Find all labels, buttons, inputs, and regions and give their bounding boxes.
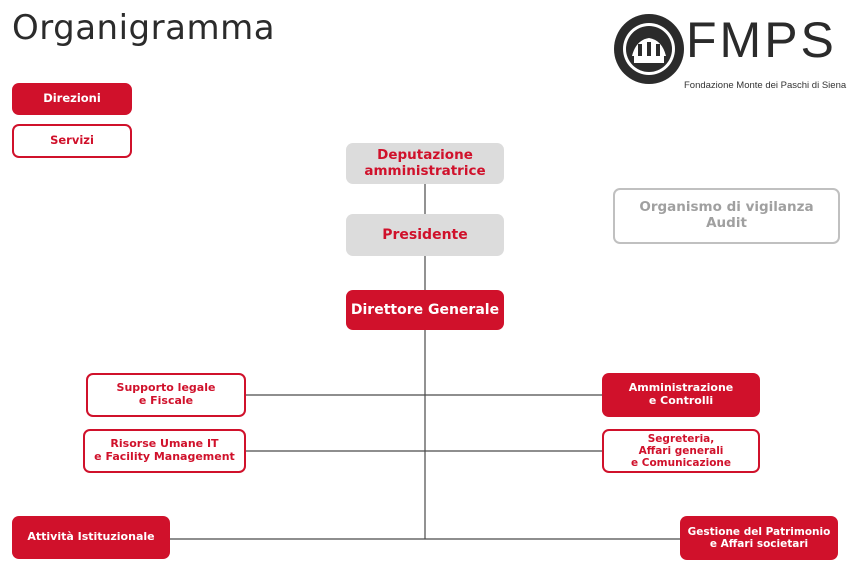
node-segreteria[interactable]: Segreteria, Affari generali e Comunicazi… (602, 429, 760, 473)
legend-direzioni: Direzioni (12, 83, 132, 115)
node-direttore-generale[interactable]: Direttore Generale (346, 290, 504, 330)
node-deputazione-amministratrice[interactable]: Deputazione amministratrice (346, 143, 504, 184)
seal-icon (614, 14, 684, 84)
legend-servizi: Servizi (12, 124, 132, 158)
node-presidente[interactable]: Presidente (346, 214, 504, 256)
logo-wordmark: FMPS (686, 12, 837, 68)
logo-subtitle: Fondazione Monte dei Paschi di Siena (684, 80, 847, 91)
node-supporto-legale[interactable]: Supporto legale e Fiscale (86, 373, 246, 417)
page-title: Organigramma (12, 8, 276, 48)
node-attivita-istituzionale[interactable]: Attività Istituzionale (12, 516, 170, 559)
node-gestione-patrimonio[interactable]: Gestione del Patrimonio e Affari societa… (680, 516, 838, 560)
fmps-logo: FMPS Fondazione Monte dei Paschi di Sien… (612, 8, 846, 98)
node-organismo-vigilanza[interactable]: Organismo di vigilanza Audit (613, 188, 840, 244)
node-risorse-umane[interactable]: Risorse Umane IT e Facility Management (83, 429, 246, 473)
node-amministrazione-controlli[interactable]: Amministrazione e Controlli (602, 373, 760, 417)
